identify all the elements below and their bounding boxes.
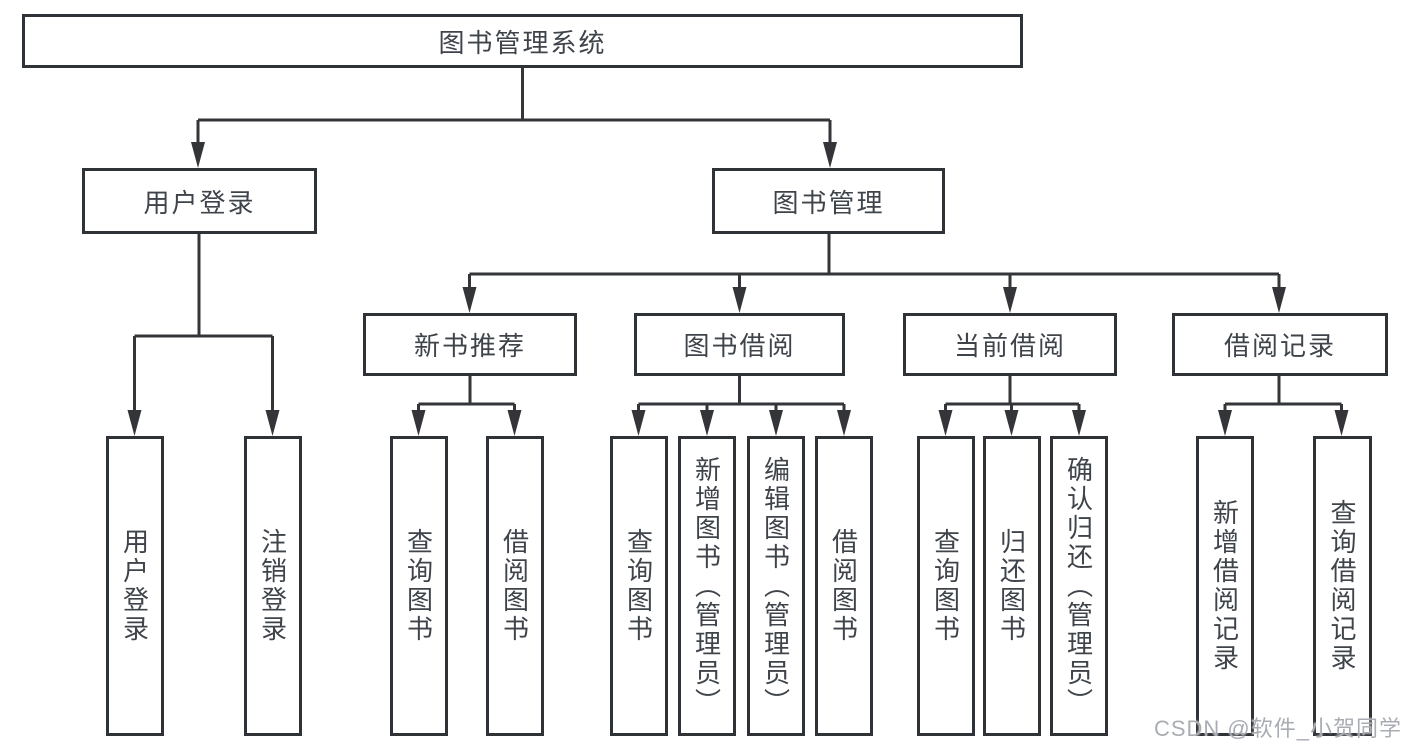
leaf-query-books-current: 查询图书	[917, 436, 975, 736]
connector-borrow-records-to-leaves	[1223, 376, 1343, 412]
node-book-management: 图书管理	[712, 168, 945, 234]
node-current-borrow: 当前借阅	[903, 313, 1117, 376]
leaf-query-books-recommend: 查询图书	[390, 436, 448, 736]
connector-root-to-level2	[196, 68, 832, 145]
arrow-head	[1072, 410, 1086, 436]
arrow-head	[631, 410, 646, 436]
arrow-head	[507, 410, 522, 436]
arrow-head	[1334, 410, 1349, 436]
arrow-head	[1218, 410, 1232, 436]
leaf-borrow-books-recommend: 借阅图书	[486, 436, 544, 736]
connector-book-management-to-level3	[468, 234, 1281, 290]
leaf-logout: 注销登录	[244, 436, 302, 736]
arrow-head	[938, 410, 953, 436]
leaf-query-borrow-record: 查询借阅记录	[1313, 436, 1372, 736]
leaf-add-book-admin: 新增图书（管理员）	[678, 436, 736, 736]
arrow-head	[732, 287, 747, 313]
leaf-user-login: 用户登录	[106, 436, 164, 736]
leaf-edit-book-admin: 编辑图书（管理员）	[747, 436, 805, 736]
node-user-login: 用户登录	[82, 168, 317, 234]
node-borrow-records: 借阅记录	[1172, 313, 1388, 376]
arrow-head	[411, 410, 426, 436]
arrow-head	[823, 142, 837, 168]
arrow-head	[191, 142, 205, 168]
arrow-head	[265, 410, 280, 436]
leaf-add-borrow-record: 新增借阅记录	[1196, 436, 1254, 736]
arrow-head	[127, 410, 142, 436]
connector-user-login-to-leaves	[133, 234, 274, 412]
arrow-head	[462, 287, 477, 313]
leaf-return-book: 归还图书	[983, 436, 1041, 736]
arrow-head	[1003, 287, 1017, 313]
node-new-book-recommend: 新书推荐	[363, 313, 577, 376]
node-library-management-system: 图书管理系统	[22, 14, 1023, 68]
arrow-head	[1272, 287, 1286, 313]
connector-book-borrow-to-leaves	[637, 376, 846, 412]
arrow-head	[837, 410, 851, 436]
leaf-query-books-borrow: 查询图书	[610, 436, 668, 736]
node-book-borrow: 图书借阅	[634, 313, 845, 376]
arrow-head	[1004, 410, 1019, 436]
connector-new-book-to-leaves	[417, 376, 516, 412]
arrow-head	[769, 410, 783, 436]
arrow-head	[700, 410, 714, 436]
leaf-confirm-return-admin: 确认归还（管理员）	[1050, 436, 1108, 736]
csdn-watermark: CSDN @软件_小贺同学	[1153, 716, 1402, 741]
leaf-borrow-books: 借阅图书	[815, 436, 873, 736]
connector-current-borrow-to-leaves	[944, 376, 1081, 412]
